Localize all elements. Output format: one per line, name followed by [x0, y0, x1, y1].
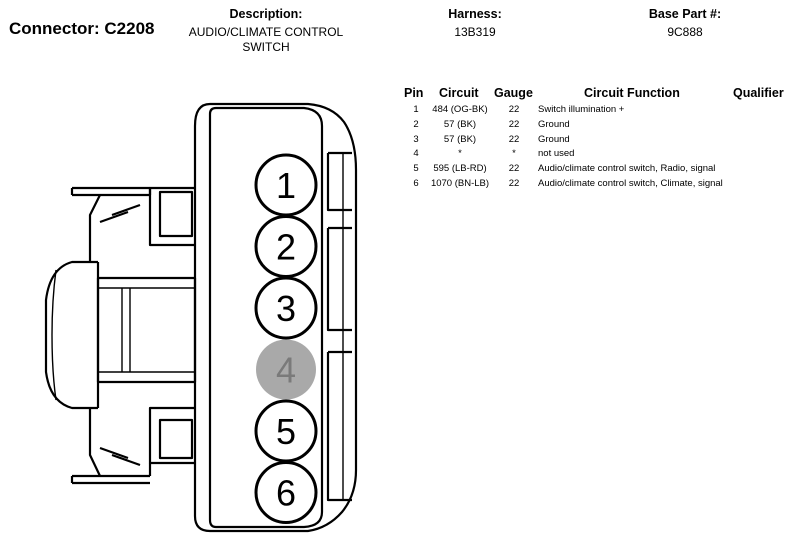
lower-linkage [88, 408, 141, 477]
cell-function: Ground [538, 133, 570, 145]
pin-number: 3 [276, 288, 296, 329]
cell-circuit: 1070 (BN-LB) [430, 178, 490, 189]
latch-hook [44, 260, 98, 410]
cell-pin: 1 [413, 104, 419, 115]
pin-cavities: 1 2 3 4 5 6 [254, 153, 318, 524]
cell-gauge: 22 [508, 163, 520, 175]
cell-function: Audio/climate control switch, Radio, sig… [538, 163, 716, 175]
cell-pin: 5 [413, 163, 419, 175]
connector-housing [44, 102, 358, 533]
harness-label: Harness: [448, 7, 502, 21]
cell-pin: 6 [413, 178, 419, 189]
connector-id: C2208 [104, 19, 155, 38]
connector-label: Connector: [9, 19, 100, 38]
base-part-label: Base Part #: [648, 7, 722, 21]
upper-linkage [88, 194, 141, 262]
pin-number: 4 [276, 350, 296, 391]
cell-gauge: 22 [508, 178, 520, 189]
cell-gauge: * [512, 148, 516, 160]
cell-pin: 2 [413, 118, 419, 130]
pin-circle [254, 461, 318, 524]
rib-1 [326, 151, 352, 212]
base-part-value: 9C888 [667, 25, 703, 39]
upper-arm [70, 186, 150, 197]
pin-cavity: 4 [256, 339, 316, 400]
upper-block [148, 186, 195, 247]
pin-number: 6 [276, 473, 296, 514]
cell-function: Switch illumination + [538, 104, 625, 115]
cell-gauge: 22 [508, 118, 520, 130]
col-header-pin: Pin [404, 86, 424, 100]
cell-circuit: 595 (LB-RD) [433, 163, 487, 175]
description-value: AUDIO/CLIMATE CONTROL SWITCH [166, 25, 366, 55]
latch-slot [121, 288, 131, 372]
pin-cavity: 3 [254, 276, 318, 340]
col-header-gauge: Gauge [494, 86, 533, 100]
rib-3 [326, 350, 352, 502]
pin-circle [254, 276, 318, 340]
pin-cavity: 2 [254, 215, 318, 278]
pin-circle-unused [256, 339, 316, 400]
lower-arm [70, 474, 150, 485]
harness-value: 13B319 [454, 25, 496, 39]
cell-circuit: 484 (OG-BK) [432, 104, 488, 115]
cell-circuit: 57 (BK) [443, 118, 477, 130]
cell-pin: 4 [413, 148, 419, 160]
pin-number: 5 [276, 411, 296, 452]
pin-number: 1 [276, 165, 296, 206]
cell-function: Audio/climate control switch, Climate, s… [538, 178, 723, 189]
upper-window [158, 190, 194, 238]
latch-window-lines [98, 287, 195, 373]
cell-function: not used [538, 148, 575, 160]
connector-title: Connector: C2208 [9, 19, 155, 39]
pin-number: 2 [276, 227, 296, 268]
cell-gauge: 22 [508, 133, 520, 145]
latch-window [96, 276, 197, 384]
pin-insert [208, 106, 324, 529]
latch-curve [51, 269, 57, 401]
cell-function: Ground [538, 118, 570, 130]
lower-window [158, 418, 194, 460]
cell-gauge: 22 [508, 104, 520, 115]
lower-block [148, 406, 195, 465]
description-line-2: SWITCH [242, 40, 290, 54]
pin-cavity: 5 [254, 399, 318, 463]
col-header-function: Circuit Function [584, 86, 680, 100]
cell-circuit: * [458, 148, 462, 160]
description-label: Description: [229, 7, 303, 21]
description-line-1: AUDIO/CLIMATE CONTROL [188, 25, 344, 39]
cell-circuit: 57 (BK) [443, 133, 477, 145]
cell-pin: 3 [413, 133, 419, 145]
housing-outline [193, 102, 358, 533]
col-header-qualifier: Qualifier [733, 86, 784, 100]
pin-cavity: 6 [254, 461, 318, 524]
rib-2 [326, 226, 352, 332]
col-header-circuit: Circuit [439, 86, 479, 100]
pin-cavity: 1 [254, 153, 318, 217]
